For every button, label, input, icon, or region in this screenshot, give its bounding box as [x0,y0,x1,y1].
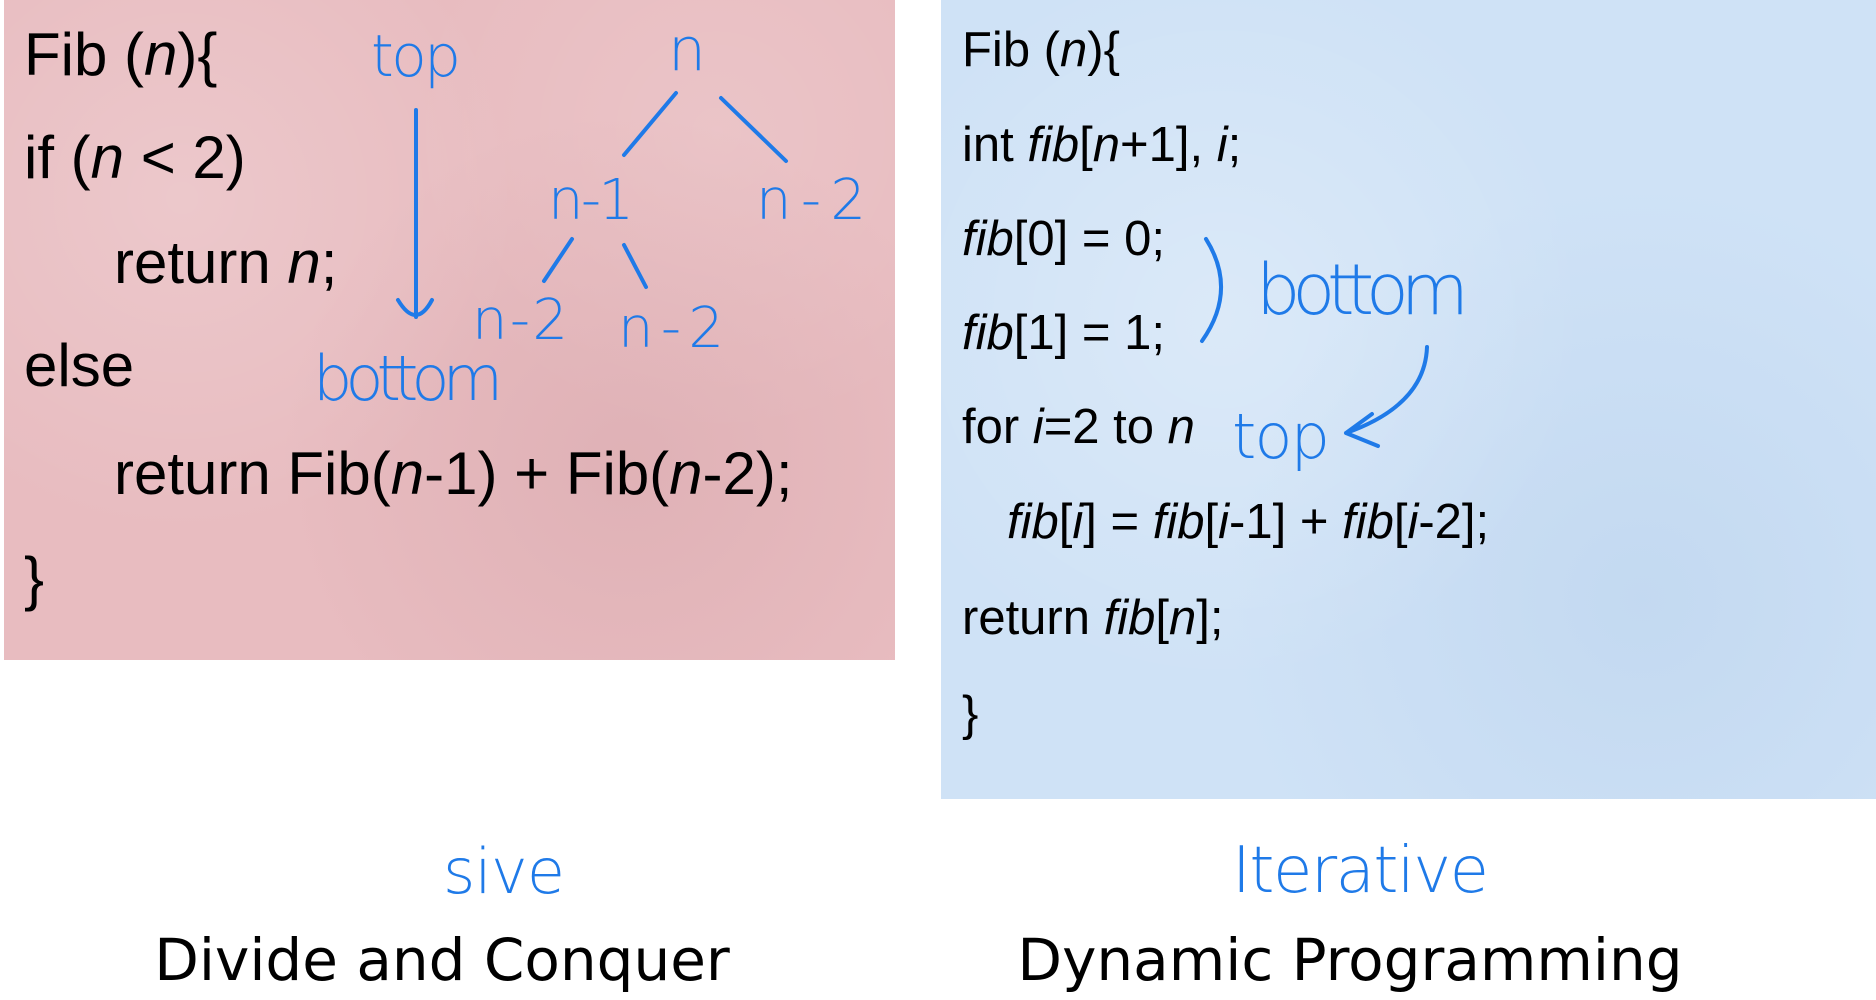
code-line: } [962,686,979,741]
dynamic-programming-caption: Dynamic Programming [1017,926,1683,994]
code-line: for i=2 to n [962,399,1195,454]
dynamic-programming-code-panel: Fib (n){int fib[n+1], i;fib[0] = 0;fib[1… [941,0,1876,799]
code-line: Fib (n){ [24,24,217,85]
code-token: [ [1204,494,1219,549]
code-token: n [144,20,178,88]
code-token: ] = [1083,494,1153,549]
code-token: for [962,399,1033,454]
code-token: ; [320,228,338,296]
tree-node-n-2-ll: n-2 [472,288,568,353]
code-token: int [962,117,1028,172]
code-token: Fib ( [24,20,144,88]
down-arrow-icon [396,108,434,319]
code-token: fib [1027,117,1080,172]
code-token: n [1060,22,1088,77]
code-token: [ [1155,590,1170,645]
code-token: fib [962,211,1014,266]
code-line: if (n < 2) [24,127,246,188]
code-line: Fib (n){ [962,22,1120,77]
divide-and-conquer-caption: Divide and Conquer [154,926,730,994]
code-token: i [1032,399,1044,454]
code-token: [ [1079,117,1093,172]
annotation-bottom-left: bottom [313,342,503,415]
tree-node-n-2-lr: n-2 [618,296,724,361]
code-token: ){ [177,20,218,88]
code-token: n [287,228,321,296]
code-line: else [24,335,134,396]
code-token: =2 to [1043,399,1168,454]
handwritten-caption-right: Iterative [1232,834,1489,908]
code-token: return [962,590,1104,645]
code-token: fib [1007,494,1059,549]
tree-edges [542,91,788,289]
code-token: fib [1342,494,1394,549]
code-token: ){ [1087,22,1120,77]
code-token: } [962,686,979,741]
curved-arrow-icon [1344,345,1429,448]
code-line: } [24,548,44,609]
code-token: n [669,439,703,507]
code-token: < 2) [124,123,246,191]
code-token: n [390,439,425,507]
code-token: i [1407,494,1419,549]
code-token: ; [1227,117,1242,172]
code-token: -2); [702,439,793,507]
bracket-icon [1200,237,1224,343]
code-token: fib [962,305,1014,360]
code-token: [ [1058,494,1073,549]
code-token: return Fib( [114,439,391,507]
code-token: i [1216,117,1228,172]
code-token: [1] = 1; [1013,305,1165,360]
code-token: i [1218,494,1230,549]
code-line: int fib[n+1], i; [962,117,1242,172]
code-token: -1] + [1229,494,1343,549]
code-line: fib[1] = 1; [962,305,1165,360]
tree-node-n-1: n-1 [548,168,634,233]
code-token: [0] = 0; [1013,211,1165,266]
code-line: fib[i] = fib[i-1] + fib[i-2]; [1007,494,1490,549]
code-line: fib[0] = 0; [962,211,1165,266]
code-token: ]; [1196,590,1224,645]
code-token: i [1072,494,1084,549]
code-line: return Fib(n-1) + Fib(n-2); [114,443,793,504]
code-token: } [24,544,45,612]
tree-node-n-2-right: n-2 [756,168,866,233]
code-token: if ( [24,123,91,191]
code-token: fib [1152,494,1205,549]
code-token: Fib ( [962,22,1060,77]
annotation-top-right: top [1232,400,1330,473]
code-token: n [1092,117,1121,172]
code-token: +1], [1120,117,1217,172]
code-token: return [114,228,288,296]
tree-node-n: n [668,15,706,85]
code-token: n [1167,399,1195,454]
code-line: return n; [114,232,337,293]
code-token: -2]; [1418,494,1490,549]
annotation-top-left: top [371,22,461,90]
code-token: n [1169,590,1197,645]
annotation-bottom-right: bottom [1256,249,1469,331]
code-token: [ [1393,494,1408,549]
code-token: n [90,123,125,191]
code-token: fib [1103,590,1156,645]
code-line: return fib[n]; [962,590,1224,645]
code-token: else [24,331,135,399]
handwritten-caption-left: sive [443,835,565,908]
code-token: -1) + Fib( [424,439,670,507]
